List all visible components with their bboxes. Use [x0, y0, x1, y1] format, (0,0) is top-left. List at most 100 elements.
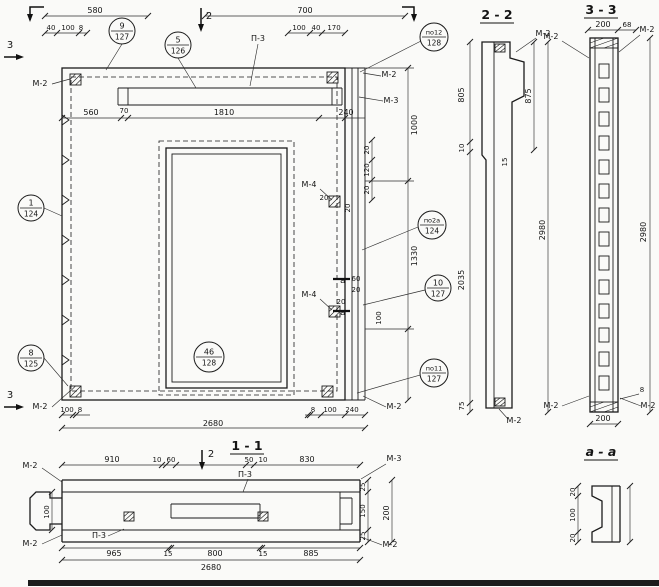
dim-label: 20: [337, 298, 346, 306]
dim-label: 10: [458, 144, 466, 153]
anchor-hatch: [328, 305, 341, 318]
callout-top-number: 5: [175, 36, 180, 45]
window-opening-inner: [171, 153, 282, 383]
callout-bottom-number: 128: [202, 359, 217, 368]
detail-a-a: [591, 485, 621, 543]
panel-edge-strip: [345, 67, 366, 401]
dim-label: 8: [79, 24, 83, 32]
dim-label: 2980: [639, 222, 648, 242]
dim-label: 40: [47, 24, 56, 32]
callout-bottom-number: 124: [425, 227, 440, 236]
dim-label: 885: [303, 549, 318, 558]
dim-label: 580: [87, 6, 102, 15]
dim-label: 100: [43, 505, 51, 518]
hollow-core-cell: [598, 207, 610, 223]
callout-top-number: по11: [426, 365, 443, 373]
dim-label: 100: [569, 508, 577, 521]
dim-label: 20: [320, 194, 329, 202]
callout-bottom-number: 124: [24, 210, 39, 219]
view-title: 2 - 2: [481, 7, 512, 22]
hollow-cores: [598, 63, 610, 391]
view-title: 1 - 1: [231, 438, 262, 453]
dim-label: 15: [501, 158, 509, 167]
anchor-hatch: [123, 511, 135, 522]
dim-label: 830: [299, 455, 314, 464]
dim-label: a: [340, 308, 346, 318]
window-opening-outer: [165, 147, 288, 389]
section-2-2-profile: [481, 41, 525, 409]
hollow-core-cell: [598, 183, 610, 199]
dim-label: М-2: [544, 401, 559, 410]
dim-label: 50: [245, 456, 254, 464]
dim-label: 25: [359, 483, 367, 492]
dim-label: 120: [363, 163, 371, 176]
dim-label: 8: [640, 386, 644, 394]
dim-label: М-3: [387, 454, 402, 463]
callout-top-number: 1: [28, 199, 33, 208]
plan-inner-lines: [62, 491, 360, 531]
dim-label: a: [340, 276, 346, 286]
dim-label: 8: [78, 406, 82, 414]
dim-label: 10: [259, 456, 268, 464]
dim-label: 15: [259, 550, 268, 558]
callout-bottom-number: 127: [427, 375, 442, 384]
hollow-core-cell: [598, 111, 610, 127]
dim-label: 2035: [457, 270, 466, 290]
dim-label: 40: [312, 24, 321, 32]
callout-top-number: 8: [28, 349, 33, 358]
dim-label: 20: [344, 204, 352, 213]
anchor-hatch: [494, 43, 506, 53]
dim-label: М-2: [383, 540, 398, 549]
dim-label: 700: [297, 6, 312, 15]
dim-label: М-2: [33, 402, 48, 411]
dim-label: 200: [595, 20, 610, 29]
plan-dovetail-key: [29, 491, 62, 531]
section-2-2: [481, 41, 525, 409]
dim-label: М-4: [302, 180, 317, 189]
callout-top-number: по2а: [424, 217, 440, 225]
dim-label: 805: [457, 87, 466, 102]
hollow-core-cell: [598, 327, 610, 343]
dim-label: М-2: [507, 416, 522, 425]
anchor-hatch: [69, 385, 82, 398]
a-section-marks: [333, 277, 350, 313]
hollow-core-cell: [598, 63, 610, 79]
section-cut-marks: [4, 6, 417, 470]
callout-bottom-number: 125: [24, 360, 39, 369]
dim-label: 1810: [214, 108, 234, 117]
main-elevation: [61, 67, 366, 401]
dim-label: 100: [323, 406, 336, 414]
dim-label: 2980: [538, 220, 547, 240]
dim-label: 2: [208, 449, 214, 460]
dim-label: 70: [120, 107, 129, 115]
hollow-core-cell: [598, 159, 610, 175]
panel-inner-dashed: [70, 76, 338, 392]
dim-label: 170: [327, 24, 340, 32]
anchor-hatch: [328, 195, 341, 208]
dim-label: 560: [83, 108, 98, 117]
dim-label: П-3: [251, 34, 265, 43]
dim-label: 8: [311, 406, 315, 414]
dim-label: 20: [363, 186, 371, 195]
dim-label: 3: [7, 40, 13, 51]
dim-label: П-3: [238, 470, 252, 479]
dim-label: 15: [164, 550, 173, 558]
dim-label: 1000: [410, 115, 419, 135]
section-3-3-inner-lines: [594, 38, 614, 412]
dim-label: 965: [106, 549, 121, 558]
bottom-plan-view: [29, 479, 361, 543]
dimension-ticks: [41, 12, 654, 564]
dim-label: 875: [524, 88, 533, 103]
lintel-beam: [117, 87, 343, 106]
opening-dashed: [158, 140, 295, 396]
hollow-core-cell: [598, 279, 610, 295]
plan-outline: [61, 479, 361, 543]
dim-label: П-3: [92, 531, 106, 540]
anchor-hatch: [257, 511, 269, 522]
dim-label: М-2: [23, 539, 38, 548]
cut-arrowheads: [16, 14, 417, 470]
dim-label: 2680: [203, 419, 223, 428]
dim-label: М-2: [33, 79, 48, 88]
